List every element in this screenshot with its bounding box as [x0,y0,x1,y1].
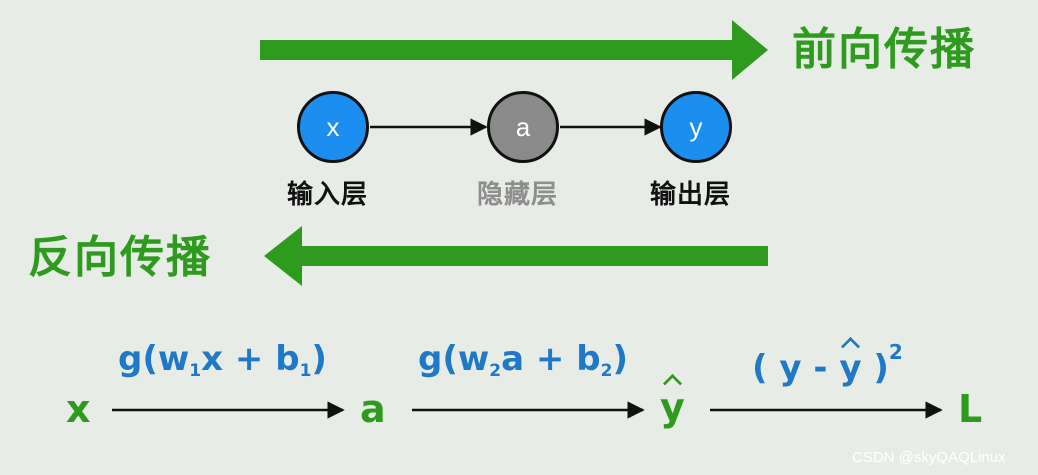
chain-symbol-loss: L [958,387,983,431]
forward-propagation-label: 前向传播 [792,24,976,75]
formula-layer2: g(w2a + b2) [418,342,628,380]
formula-loss-open: ( y - [752,348,840,388]
formula-layer1-b-sub: 1 [299,361,312,381]
output-node-symbol: y [689,111,703,142]
chain-symbol-x: x [66,387,91,431]
chain-symbol-a: a [360,387,386,431]
hidden-node: a [487,91,559,163]
formula-layer1-mid: x + b [201,339,300,379]
backward-propagation-label: 反向传播 [28,232,212,283]
formula-layer1-w-sub: 1 [189,361,202,381]
input-node-symbol: x [326,111,340,142]
backward-arrow [264,226,768,286]
formula-layer2-end: ) [612,339,628,379]
output-node: y [660,91,732,163]
watermark: CSDN @skyQAQLinux [852,449,1006,466]
formula-loss-exponent: 2 [888,340,903,364]
formula-layer1: g(w1x + b1) [118,342,327,380]
output-layer-label: 输出层 [650,180,732,210]
chain-symbol-yhat: y [660,385,685,429]
formula-loss: ( y - y )2 [752,342,903,385]
formula-loss-close: ) [861,348,889,388]
forward-arrow [260,20,768,80]
formula-layer2-b-sub: 2 [600,361,613,381]
formula-layer2-w-sub: 2 [489,361,502,381]
hidden-node-symbol: a [515,111,531,142]
input-node: x [297,91,369,163]
formula-layer2-mid: a + b [501,339,601,379]
hidden-layer-label: 隐藏层 [477,180,559,210]
formula-layer1-fn: g(w [118,339,190,379]
formula-layer1-end: ) [311,339,327,379]
input-layer-label: 输入层 [287,180,369,210]
formula-layer2-fn: g(w [418,339,490,379]
formula-loss-yhat: y [839,348,862,388]
